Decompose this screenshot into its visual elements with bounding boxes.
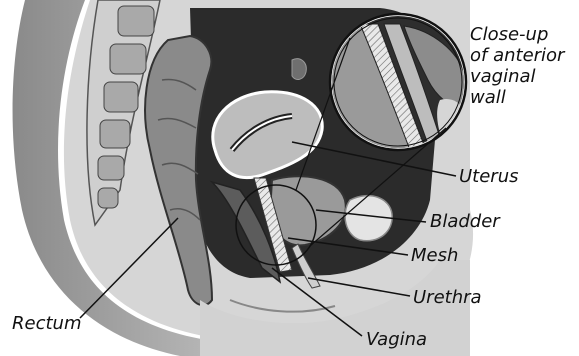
uterus-label: Uterus (459, 167, 519, 187)
vagina-label: Vagina (366, 330, 427, 350)
closeup-caption-line: of anterior (470, 45, 564, 66)
closeup-caption-line: vaginal (470, 66, 564, 87)
urethra-label: Urethra (413, 288, 482, 308)
closeup-caption-line: Close-up (470, 24, 564, 45)
rectum-label: Rectum (12, 314, 81, 334)
bowel-loop (292, 59, 306, 80)
mesh-label: Mesh (411, 246, 458, 266)
closeup-caption: Close-up of anterior vaginal wall (470, 24, 564, 108)
closeup-caption-line: wall (470, 87, 564, 108)
bladder-label: Bladder (430, 212, 500, 232)
